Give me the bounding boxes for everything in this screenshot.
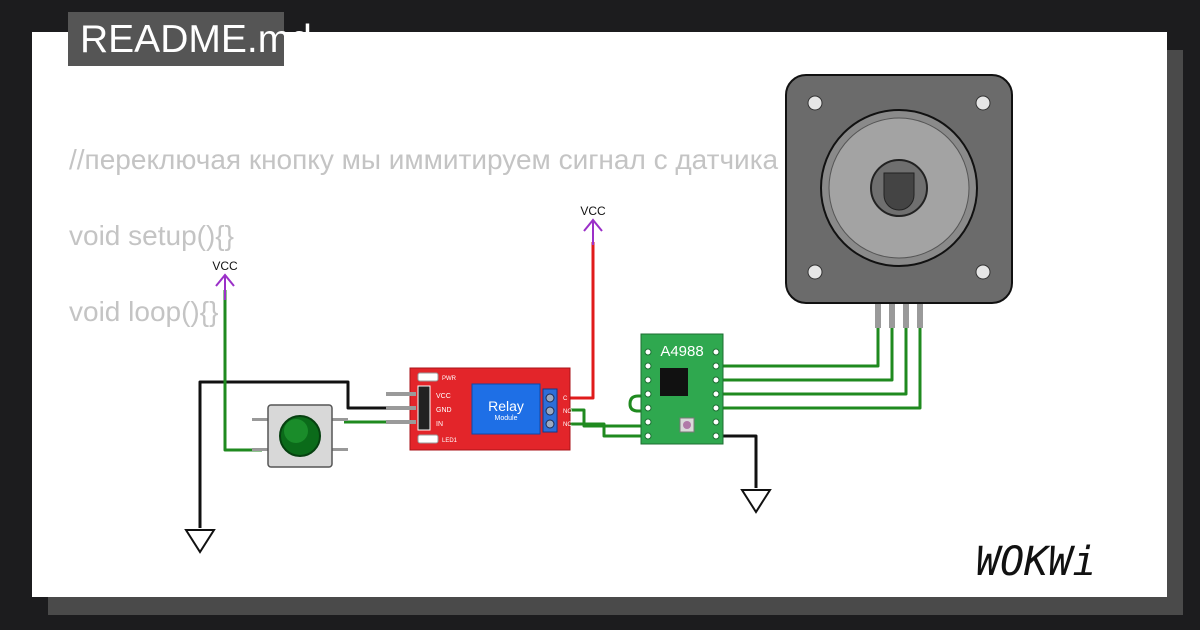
relay-block	[471, 383, 541, 435]
driver-chip	[660, 368, 688, 396]
relay-subtitle: Module	[495, 415, 518, 422]
stepper-pin-3	[903, 300, 909, 328]
wire-stepper-3	[720, 328, 908, 396]
relay-vcc-label: VCC	[436, 393, 451, 400]
mount-hole-bl	[807, 264, 823, 280]
relay-terminal-nc	[545, 419, 555, 429]
wire-driver-loop	[628, 394, 646, 413]
vcc-right-label: VCC	[580, 204, 606, 218]
code-comment-line: //переключая кнопку мы иммитируем сигнал…	[69, 144, 859, 175]
wokwi-logo-text: WOKWi	[976, 539, 1096, 585]
mount-hole-tr	[975, 95, 991, 111]
wire-stepper-4	[720, 328, 922, 410]
file-tab-title: README.md	[80, 18, 312, 61]
vcc-arrow-icon: VCC	[580, 204, 606, 245]
relay-led1	[417, 434, 439, 444]
relay-terminal-c	[545, 393, 555, 403]
stepper-pin-4	[917, 300, 923, 328]
driver-right-pins	[712, 348, 720, 440]
wire-relay-gnd	[198, 380, 412, 528]
relay-title: Relay	[488, 398, 524, 414]
relay-header	[417, 385, 431, 431]
wire-stepper-2	[720, 328, 894, 382]
ground-symbol-icon	[184, 529, 216, 554]
relay-led-pwr	[417, 372, 439, 382]
relay-pwr-label: PWR	[442, 376, 457, 382]
wire-relay-nc	[550, 422, 646, 438]
code-setup-line: void setup(){}	[69, 220, 234, 251]
vcc-arrow-icon: VCC	[212, 259, 238, 300]
relay-c-label: C	[563, 396, 568, 402]
driver-left-pins	[644, 348, 652, 440]
file-tab[interactable]: README.md	[68, 12, 312, 66]
relay-no-label: NO	[563, 409, 572, 415]
ground-symbol-icon	[740, 489, 772, 514]
wires	[198, 242, 922, 528]
wokwi-logo-icon: WOKWi	[976, 539, 1096, 585]
pushbutton[interactable]	[252, 404, 348, 468]
stepper-pin-1	[875, 300, 881, 328]
code-loop-line: void loop(){}	[69, 296, 219, 327]
wire-stepper-1	[720, 328, 880, 368]
driver-label: A4988	[660, 343, 703, 360]
stepper-shaft	[883, 172, 915, 211]
stepper-pin-2	[889, 300, 895, 328]
relay-led1-label: LED1	[442, 438, 458, 444]
relay-terminal-no	[545, 406, 555, 416]
stepper-motor[interactable]	[785, 74, 1013, 328]
mount-hole-tl	[807, 95, 823, 111]
a4988-driver[interactable]: A4988	[640, 333, 724, 445]
relay-nc-label: NC	[563, 422, 572, 428]
wire-vcc-button	[223, 290, 262, 452]
wire-driver-gnd	[718, 434, 758, 488]
relay-in-label: IN	[436, 421, 443, 428]
relay-gnd-label: GND	[436, 407, 452, 414]
relay-module[interactable]: PWR LED1 VCC GND IN Relay Module C NO NC	[386, 367, 572, 451]
mount-hole-br	[975, 264, 991, 280]
vcc-left-label: VCC	[212, 259, 238, 273]
